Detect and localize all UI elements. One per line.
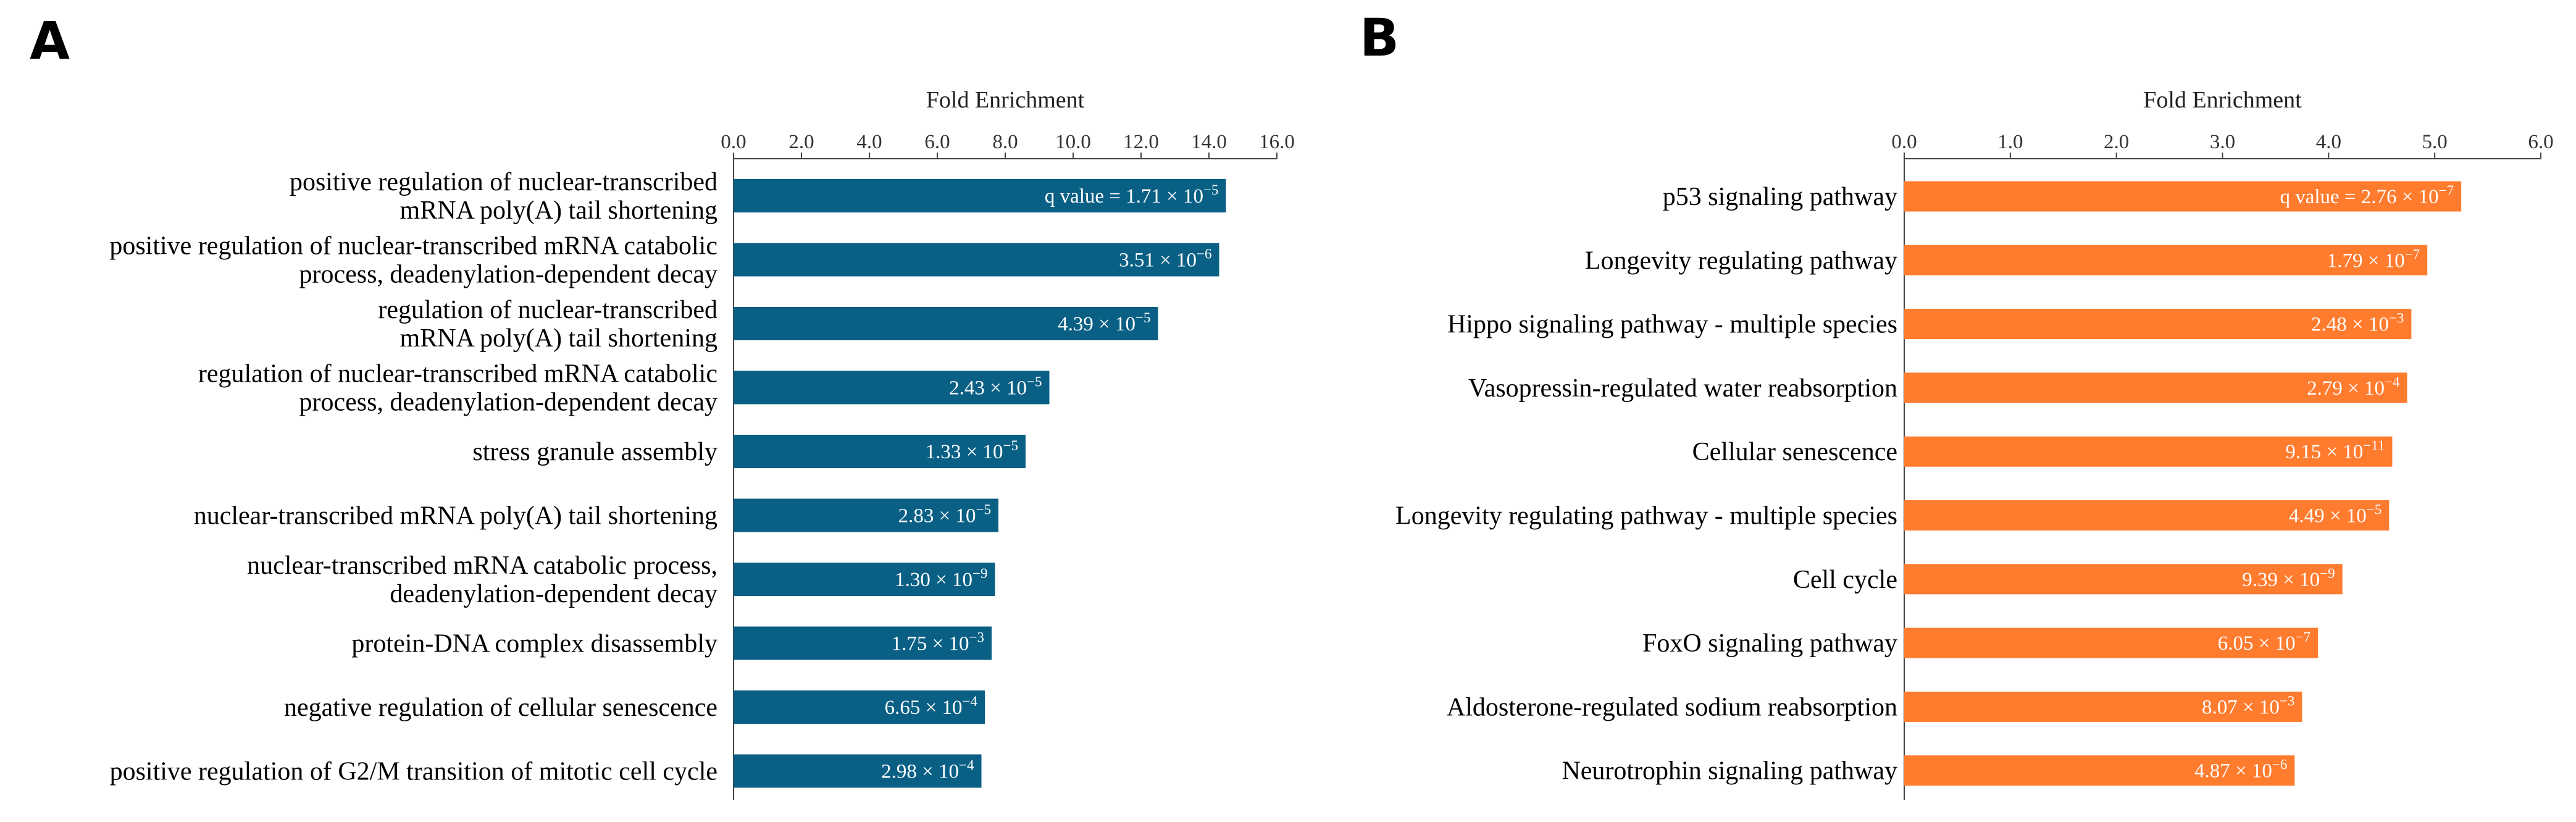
panel-a-letter: A (30, 10, 70, 71)
category-label: positive regulation of G2/M transition o… (110, 758, 717, 786)
bar (734, 626, 992, 660)
q-value-label: 1.75 × 10−3 (892, 630, 984, 655)
x-tick-label: 16.0 (1259, 131, 1295, 153)
x-tick-label: 5.0 (2422, 131, 2448, 153)
q-value-label: 9.15 × 10−11 (2285, 438, 2385, 463)
bar (734, 498, 998, 532)
bar (734, 179, 1226, 212)
bar (734, 563, 995, 596)
bar (1904, 309, 2412, 340)
x-tick-label: 4.0 (856, 131, 882, 153)
category-label: Cellular senescence (1692, 438, 1897, 466)
q-value-label: 2.43 × 10−5 (949, 374, 1042, 400)
q-value-label: 2.79 × 10−4 (2307, 374, 2400, 400)
x-axis-title: Fold Enrichment (2143, 87, 2302, 113)
q-value-label: 2.98 × 10−4 (881, 758, 974, 783)
bar (734, 307, 1158, 340)
bar (1904, 436, 2393, 467)
bar (1904, 245, 2428, 275)
category-label: Longevity regulating pathway - multiple … (1395, 502, 1897, 531)
category-label: nuclear-transcribed mRNA poly(A) tail sh… (194, 502, 717, 531)
bar (1904, 564, 2343, 595)
category-label: nuclear-transcribed mRNA catabolic proce… (247, 551, 717, 608)
q-value-label: 3.51 × 10−6 (1119, 246, 1211, 272)
x-tick-label: 6.0 (924, 131, 950, 153)
q-value-label: 1.79 × 10−7 (2327, 246, 2420, 272)
chart-panel-a: Fold Enrichment 0.0 2.0 4.0 6.0 8.0 10.0 12.0 14… (109, 87, 1295, 800)
category-label: Vasopressin-regulated water reabsorption (1468, 374, 1897, 403)
x-tick-label: 1.0 (1997, 131, 2023, 153)
q-value-label: 8.07 × 10−3 (2202, 693, 2294, 718)
q-value-label: 6.05 × 10−7 (2218, 629, 2310, 655)
q-value-label: 1.33 × 10−5 (926, 438, 1018, 463)
category-label: Hippo signaling pathway - multiple speci… (1447, 311, 1897, 339)
x-tick-label: 10.0 (1055, 131, 1091, 153)
bar (1904, 691, 2302, 722)
category-label: Neurotrophin signaling pathway (1562, 757, 1897, 786)
bar (1904, 627, 2319, 658)
category-label: stress granule assembly (472, 438, 717, 466)
q-value-label: 1.30 × 10−9 (895, 566, 987, 591)
q-value-label: 2.83 × 10−5 (898, 502, 991, 527)
category-label: Cell cycle (1793, 566, 1897, 594)
bar (1904, 500, 2390, 531)
x-axis-title: Fold Enrichment (926, 87, 1085, 113)
x-tick-label: 0.0 (721, 131, 746, 153)
category-label: protein-DNA complex disassembly (351, 630, 717, 658)
q-value-label: 4.49 × 10−5 (2289, 502, 2382, 527)
bar (734, 243, 1219, 277)
bar (1904, 372, 2407, 403)
x-tick-label: 6.0 (2528, 131, 2553, 153)
x-tick-label: 3.0 (2210, 131, 2235, 153)
q-value-label: 9.39 × 10−9 (2242, 566, 2335, 591)
bar (1904, 181, 2462, 212)
x-tick-label: 4.0 (2316, 131, 2341, 153)
category-label: positive regulation of nuclear-transcrib… (290, 168, 717, 225)
x-tick-label: 0.0 (1891, 131, 1917, 153)
bar (734, 435, 1026, 468)
q-value-label: 4.39 × 10−5 (1058, 310, 1150, 335)
category-label: positive regulation of nuclear-transcrib… (109, 232, 717, 289)
x-tick-label: 14.0 (1191, 131, 1227, 153)
panel-b-letter: B (1360, 7, 1399, 68)
bar (734, 754, 982, 788)
q-value-label: 4.87 × 10−6 (2194, 757, 2287, 782)
category-label: Longevity regulating pathway (1585, 246, 1897, 275)
q-value-label: 6.65 × 10−4 (885, 694, 978, 719)
category-label: regulation of nuclear-transcribed mRNA c… (198, 360, 717, 417)
q-value-label: 2.48 × 10−3 (2311, 311, 2404, 336)
category-label: FoxO signaling pathway (1642, 629, 1897, 658)
bar (734, 690, 985, 724)
bar (1904, 755, 2295, 786)
category-label: Aldosterone-regulated sodium reabsorptio… (1447, 693, 1897, 721)
x-tick-label: 2.0 (2104, 131, 2129, 153)
bar (734, 371, 1050, 405)
category-label: negative regulation of cellular senescen… (284, 694, 717, 722)
category-label: p53 signaling pathway (1663, 183, 1897, 211)
q-value-label: q value = 1.71 × 10−5 (1045, 182, 1219, 208)
x-tick-label: 8.0 (992, 131, 1018, 153)
x-tick-label: 2.0 (788, 131, 814, 153)
x-tick-label: 12.0 (1123, 131, 1159, 153)
chart-panel-b: Fold Enrichment 0.0 1.0 2.0 3.0 4.0 5.0 6.0 p53 … (1395, 87, 2554, 800)
q-value-label: q value = 2.76 × 10−7 (2280, 183, 2454, 208)
